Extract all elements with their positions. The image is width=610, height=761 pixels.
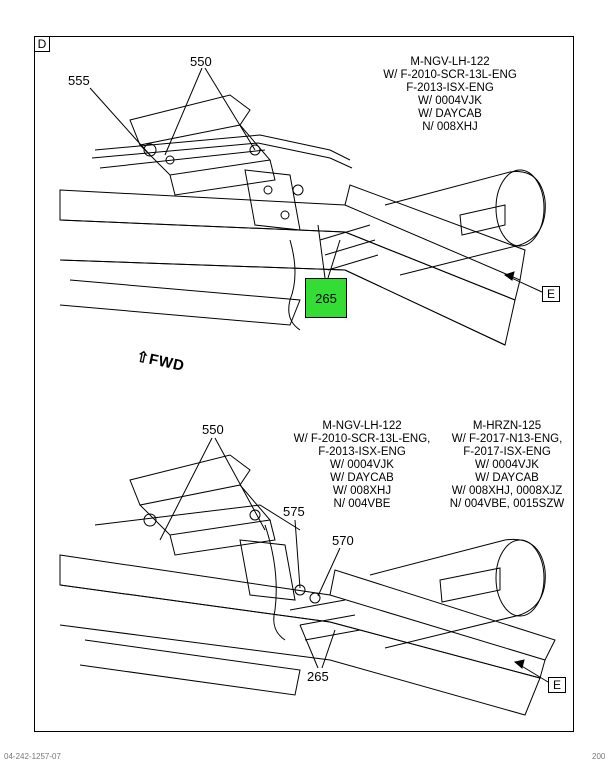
- upper-applicability-note: M-NGV-LH-122 W/ F-2010-SCR-13L-ENG F-201…: [383, 56, 517, 133]
- upper-exhaust-canister: [384, 169, 546, 276]
- footer-drawing-number: 04-242-1257-07: [4, 752, 61, 761]
- lower-exhaust-canister: [369, 538, 546, 649]
- view-label-d: D: [34, 36, 50, 52]
- footer-page-ref: 200: [592, 752, 606, 761]
- callout-265-lower[interactable]: 265: [307, 669, 329, 684]
- view-ref-e-lower[interactable]: E: [548, 677, 566, 693]
- lower-leader-lines: [159, 437, 549, 683]
- lower-frame-rail: [59, 554, 556, 716]
- lower-crossmember: [94, 454, 301, 556]
- upper-leader-lines: [89, 67, 543, 293]
- lower-bracket: [239, 524, 361, 641]
- lower-applicability-note-left: M-NGV-LH-122 W/ F-2010-SCR-13L-ENG, F-20…: [293, 420, 431, 510]
- callout-550-lower[interactable]: 550: [202, 422, 224, 437]
- callout-575-lower[interactable]: 575: [283, 504, 305, 519]
- callout-570-lower[interactable]: 570: [332, 533, 354, 548]
- lower-applicability-note-right: M-HRZN-125 W/ F-2017-N13-ENG, F-2017-ISX…: [449, 420, 565, 510]
- callout-555-upper[interactable]: 555: [68, 73, 90, 88]
- callout-265-upper-highlighted[interactable]: 265: [305, 278, 347, 318]
- upper-frame-rail: [59, 184, 526, 346]
- callout-550-upper[interactable]: 550: [190, 54, 212, 69]
- upper-bracket: [244, 169, 379, 331]
- diagram-frame: [34, 36, 574, 732]
- upper-crossmember: [91, 94, 353, 196]
- view-ref-e-upper[interactable]: E: [542, 286, 560, 302]
